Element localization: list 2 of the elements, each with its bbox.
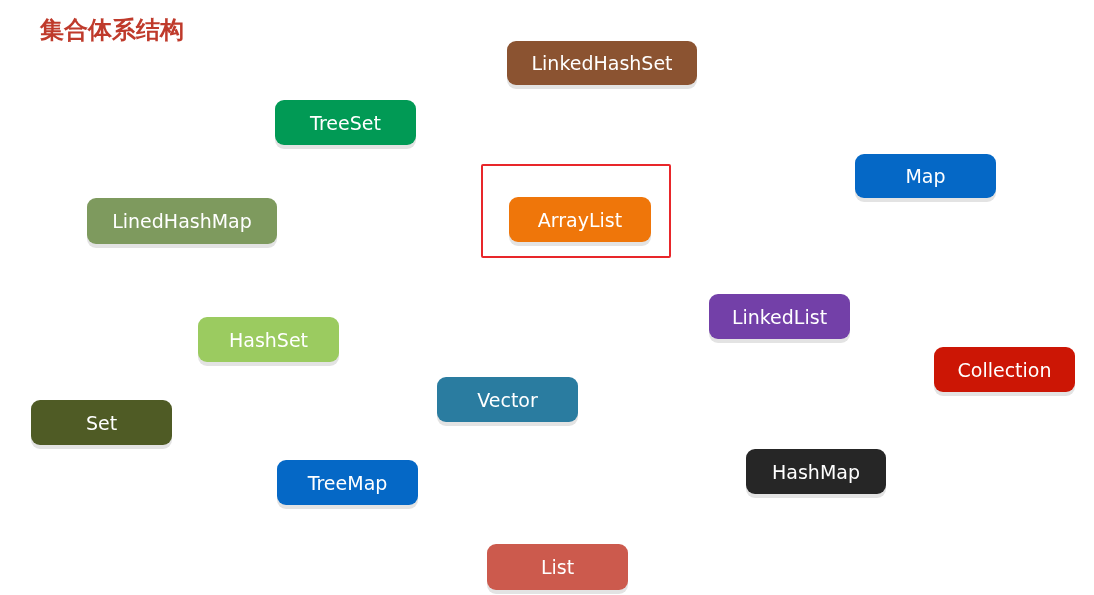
title: 集合体系结构 (40, 15, 184, 46)
highlight-frame (481, 164, 671, 258)
